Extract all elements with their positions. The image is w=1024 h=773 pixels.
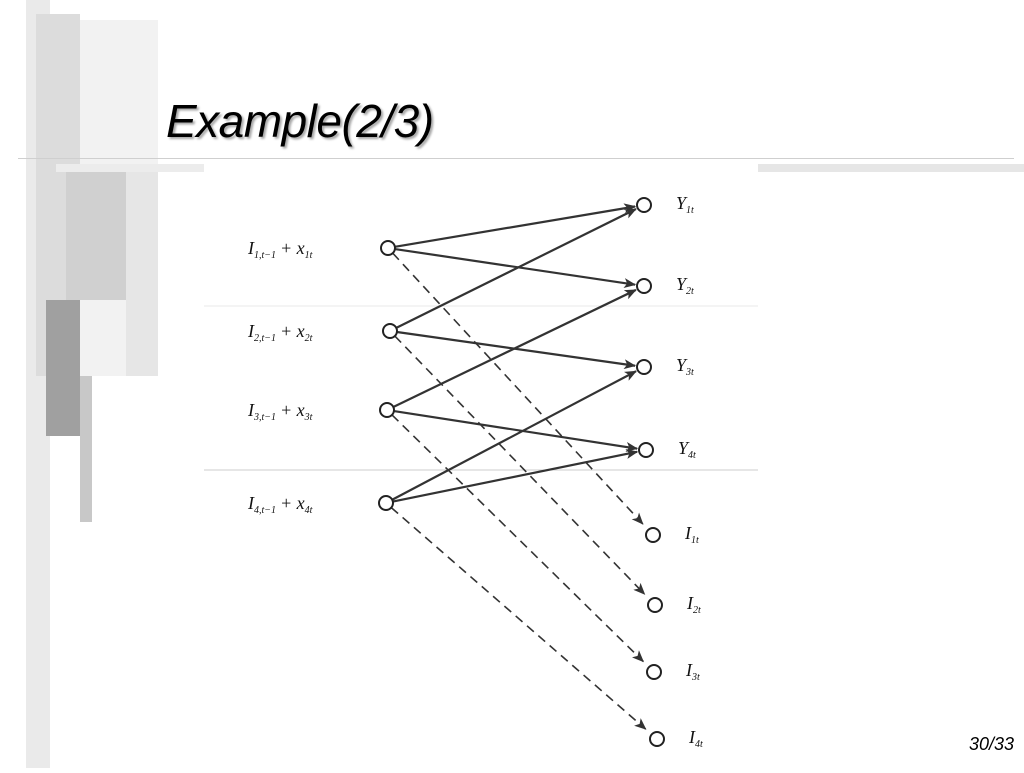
sink-node-i1 bbox=[645, 527, 661, 543]
flow-arrow-s1-y1 bbox=[394, 203, 637, 248]
source-node-2 bbox=[382, 323, 398, 339]
sink-node-y3 bbox=[636, 359, 652, 375]
sink-label-i3: I3t bbox=[685, 660, 700, 683]
source-label-3: I3,t−1+ x3t bbox=[247, 400, 313, 423]
sink-node-y1 bbox=[636, 197, 652, 213]
inventory-arrow-s3-i3 bbox=[391, 414, 645, 663]
flow-arrow-s3-y4 bbox=[393, 409, 639, 452]
flow-arrow-s3-y2 bbox=[392, 288, 637, 408]
slide-title: Example(2/3) bbox=[166, 95, 434, 147]
flow-arrow-s4-y3 bbox=[391, 370, 637, 501]
title-divider bbox=[18, 158, 1014, 159]
page-number: 30/33 bbox=[968, 734, 1014, 754]
sink-label-y4: Y4t bbox=[678, 438, 696, 461]
sink-label-y3: Y3t bbox=[676, 355, 694, 378]
source-node-3 bbox=[379, 402, 395, 418]
sink-node-i4 bbox=[649, 731, 665, 747]
source-label-2: I2,t−1+ x2t bbox=[247, 321, 313, 344]
background-stripe bbox=[66, 172, 126, 300]
flow-arrow-s2-y1 bbox=[395, 208, 637, 329]
sink-label-i1: I1t bbox=[684, 523, 699, 546]
inventory-arrow-s1-i1 bbox=[392, 252, 644, 525]
background-stripe bbox=[46, 300, 80, 436]
source-node-4 bbox=[378, 495, 394, 511]
inventory-arrow-s4-i4 bbox=[390, 506, 647, 730]
sink-label-i2: I2t bbox=[686, 593, 701, 616]
sink-node-y4 bbox=[638, 442, 654, 458]
background-stripe bbox=[758, 164, 1024, 172]
sink-node-i3 bbox=[646, 664, 662, 680]
background-stripe bbox=[80, 376, 92, 522]
sink-label-i4: I4t bbox=[688, 727, 703, 750]
flow-arrow-s1-y2 bbox=[394, 247, 637, 289]
source-label-1: I1,t−1+ x1t bbox=[247, 238, 313, 261]
inventory-arrow-s2-i2 bbox=[394, 335, 646, 595]
source-node-1 bbox=[380, 240, 396, 256]
background-stripe bbox=[56, 164, 204, 172]
flow-arrow-s4-y4 bbox=[392, 449, 639, 503]
sink-node-y2 bbox=[636, 278, 652, 294]
source-label-4: I4,t−1+ x4t bbox=[247, 493, 313, 516]
background-stripe bbox=[126, 172, 158, 376]
sink-label-y2: Y2t bbox=[676, 274, 694, 297]
sink-label-y1: Y1t bbox=[676, 193, 694, 216]
sink-node-i2 bbox=[647, 597, 663, 613]
